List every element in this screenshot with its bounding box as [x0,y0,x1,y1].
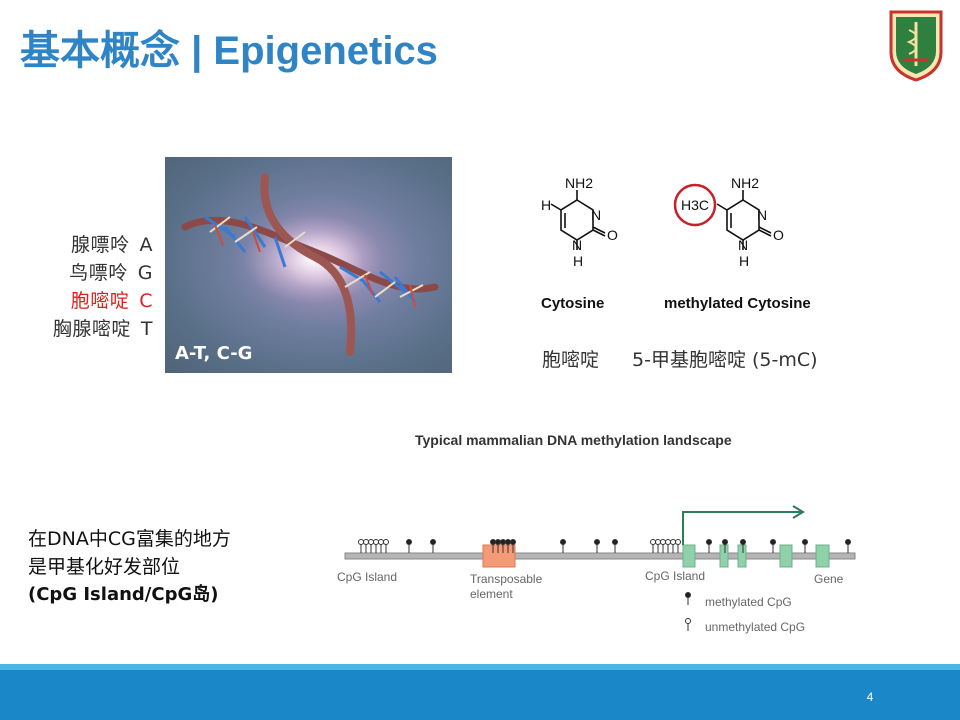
base-name: 胸腺嘧啶 [52,318,131,340]
cytosine-structures: NH2 H N O N H Cytosine H3C NH2 N O N H m… [541,175,811,312]
methylated-cpg-markers [406,539,851,553]
cytosine-label: Cytosine [541,295,604,312]
cytosine-structure [550,190,606,250]
base-thymine: 胸腺嘧啶 T [53,314,153,341]
landscape-legend: methylated CpG unmethylated CpG [685,592,805,634]
base-letter: T [140,318,153,340]
landscape-title: Typical mammalian DNA methylation landsc… [415,432,732,448]
legend-unmethylated: unmethylated CpG [705,620,805,634]
methyl-group-highlight [673,183,717,227]
unmethylated-cpg-markers [358,539,681,553]
cytosine-n: N [591,207,601,223]
legend-methylated: methylated CpG [705,595,792,609]
cytosine-ring-n: N [572,237,582,253]
cpg-island-label-1: CpG Island [337,570,397,584]
cpg-text-line-3: (CpG Island/CpG岛) [28,584,219,605]
base-name: 鸟嘌呤 [69,262,128,284]
cpg-text-line-1: 在DNA中CG富集的地方 [28,528,231,550]
methylated-cytosine-cn: 5-甲基胞嘧啶 (5-mC) [632,349,818,371]
transposable-label-1: Transposable [470,572,543,586]
methylated-nh2: NH2 [731,175,759,191]
footer-bar [0,664,960,720]
methylated-ring-n: N [738,237,748,253]
transcription-start-arrow [682,511,802,545]
base-guanine: 鸟嘌呤 G [69,258,153,285]
transposable-label-2: element [470,587,513,601]
cpg-island-description: 在DNA中CG富集的地方 是甲基化好发部位 (CpG Island/CpG岛) [28,525,231,609]
methylated-ring-h: H [739,253,749,269]
cpg-island-label-2: CpG Island [645,569,705,583]
transposable-element-box [482,544,516,568]
base-adenine: 腺嘌呤 A [71,230,153,257]
gene-exons [682,544,830,568]
cytosine-chinese-labels: 胞嘧啶 5-甲基胞嘧啶 (5-mC) [542,345,818,372]
slide-title: 基本概念 | Epigenetics [20,29,438,73]
base-letter: C [139,290,153,312]
cytosine-h: H [541,197,551,213]
methylated-o: O [773,227,784,243]
cytosine-cn: 胞嘧啶 [542,349,600,371]
page-number: 4 [866,690,874,704]
base-name: 胞嘧啶 [70,290,130,312]
base-name: 腺嘌呤 [70,234,130,256]
cytosine-ring-h: H [573,253,583,269]
dna-strand [344,552,856,560]
cytosine-nh2: NH2 [565,175,593,191]
university-logo [889,10,943,82]
dna-methylation-landscape: Typical mammalian DNA methylation landsc… [337,432,856,634]
cpg-text-line-2: 是甲基化好发部位 [28,556,181,578]
methylated-n: N [757,207,767,223]
methylated-cytosine-structure [716,190,772,250]
cytosine-o: O [607,227,618,243]
base-letter: G [137,262,153,284]
base-letter: A [139,234,153,256]
base-cytosine: 胞嘧啶 C [71,286,153,313]
dna-double-helix-image: A-T, C-G [165,157,452,373]
methyl-h3c: H3C [681,197,709,213]
base-pair-caption: A-T, C-G [175,343,253,364]
methylated-cytosine-label: methylated Cytosine [664,295,811,312]
gene-label: Gene [814,572,844,586]
